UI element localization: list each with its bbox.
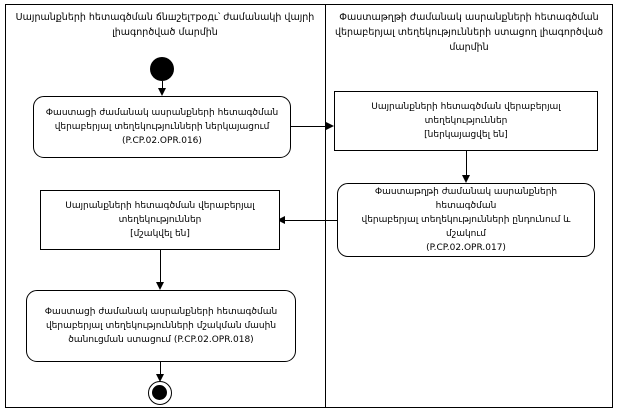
node-activity-1-label: Փաստացի ժամանակ ասրանքների հետագծման վեր… xyxy=(45,108,279,146)
node-activity-1: Փաստացի ժամանակ ասրանքների հետագծման վեր… xyxy=(33,96,291,158)
node-activity-3-label: Փաստացի ժամանակ ասրանքների հետագծման վեր… xyxy=(44,307,278,345)
node-activity-3: Փաստացի ժամանակ ասրանքների հետագծման վեր… xyxy=(26,290,296,362)
final-node-center xyxy=(152,385,167,400)
arrowhead-down-end xyxy=(156,374,164,382)
arrowhead-down-activity3 xyxy=(156,282,164,290)
swimlane-divider xyxy=(325,4,326,408)
node-activity-2: Փաստաթղթի ժամանակ ասրանքների հետագծման վ… xyxy=(337,183,595,257)
node-object-2-label: Սայրանքների հետագծման վերաբերյալ տեղեկու… xyxy=(65,201,255,239)
node-object-1: Սայրանքների հետագծման վերաբերյալ տեղեկու… xyxy=(334,91,598,151)
node-object-1-label: Սայրանքների հետագծման վերաբերյալ տեղեկու… xyxy=(371,102,561,140)
arrowhead-right-object1 xyxy=(326,122,334,130)
diagram-frame xyxy=(5,4,613,408)
node-object-2: Սայրանքների հետագծման վերաբերյալ տեղեկու… xyxy=(40,190,280,250)
arrowhead-down-activity2 xyxy=(462,175,470,183)
edge-activity3-to-end xyxy=(160,362,161,378)
edge-activity2-to-object2 xyxy=(280,220,337,221)
swimlane-title-left: Սայրանքների հետագծման ճնшշելтродւ՝ ժաման… xyxy=(15,12,315,38)
edge-object2-to-activity3 xyxy=(160,250,161,284)
arrowhead-down-activity1 xyxy=(158,88,166,96)
edge-start-to-activity1 xyxy=(162,81,163,90)
arrowhead-left-object2 xyxy=(277,216,285,224)
swimlane-title-right: Փաստաթղթի ժամանակ ասրանքների հետագծման վ… xyxy=(334,12,604,53)
initial-node xyxy=(150,57,174,81)
node-activity-2-label: Փաստաթղթի ժամանակ ասրանքների հետագծման վ… xyxy=(361,187,571,253)
edge-activity1-to-object1 xyxy=(291,126,329,127)
final-node xyxy=(148,381,172,405)
edge-object1-to-activity2 xyxy=(466,151,467,177)
